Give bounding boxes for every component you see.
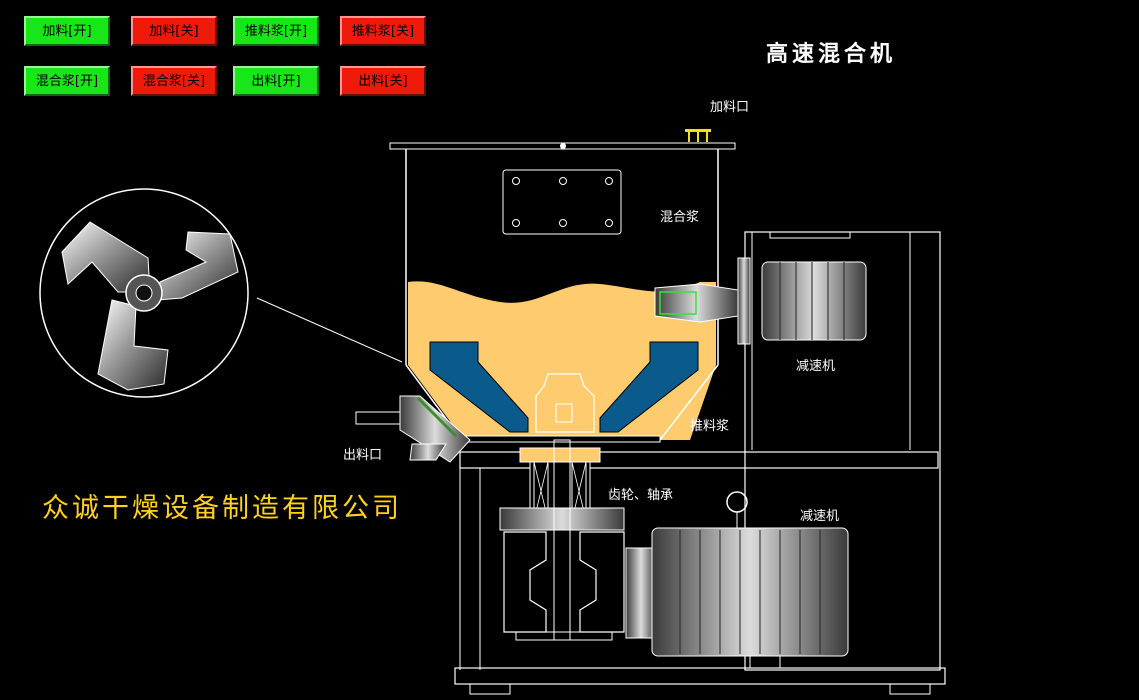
reducer-bottom-label: 减速机: [800, 509, 840, 524]
discharge-port-label: 出料口: [343, 448, 383, 463]
bottom-motor: [625, 491, 849, 657]
vessel: [405, 149, 719, 443]
gear-bearing-label: 齿轮、轴承: [608, 488, 674, 503]
company-name: 众诚干燥设备制造有限公司: [42, 493, 402, 524]
gear-bearing-assembly: [499, 439, 625, 641]
push-paddle-label: 推料浆: [690, 419, 730, 434]
page-title: 高速混合机: [766, 42, 897, 67]
impeller-detail: [39, 188, 403, 398]
discharge-on-button[interactable]: 出料[开]: [233, 66, 319, 96]
mix-paddle-on-button[interactable]: 混合浆[开]: [24, 66, 110, 96]
base-frame: [454, 451, 946, 695]
mixing-paddle-label: 混合浆: [660, 210, 700, 225]
mixing-motor: [654, 231, 941, 671]
feed-on-button[interactable]: 加料[开]: [24, 16, 110, 46]
feed-off-button[interactable]: 加料[关]: [131, 16, 217, 46]
push-paddle-off-button[interactable]: 推料浆[关]: [340, 16, 426, 46]
mix-paddle-off-button[interactable]: 混合浆[关]: [131, 66, 217, 96]
discharge-off-button[interactable]: 出料[关]: [340, 66, 426, 96]
discharge-port: [355, 395, 471, 463]
feed-port-label: 加料口: [710, 100, 750, 115]
push-paddle-on-button[interactable]: 推料浆[开]: [233, 16, 319, 46]
reducer-top-label: 减速机: [796, 359, 836, 374]
lid: [389, 129, 736, 150]
